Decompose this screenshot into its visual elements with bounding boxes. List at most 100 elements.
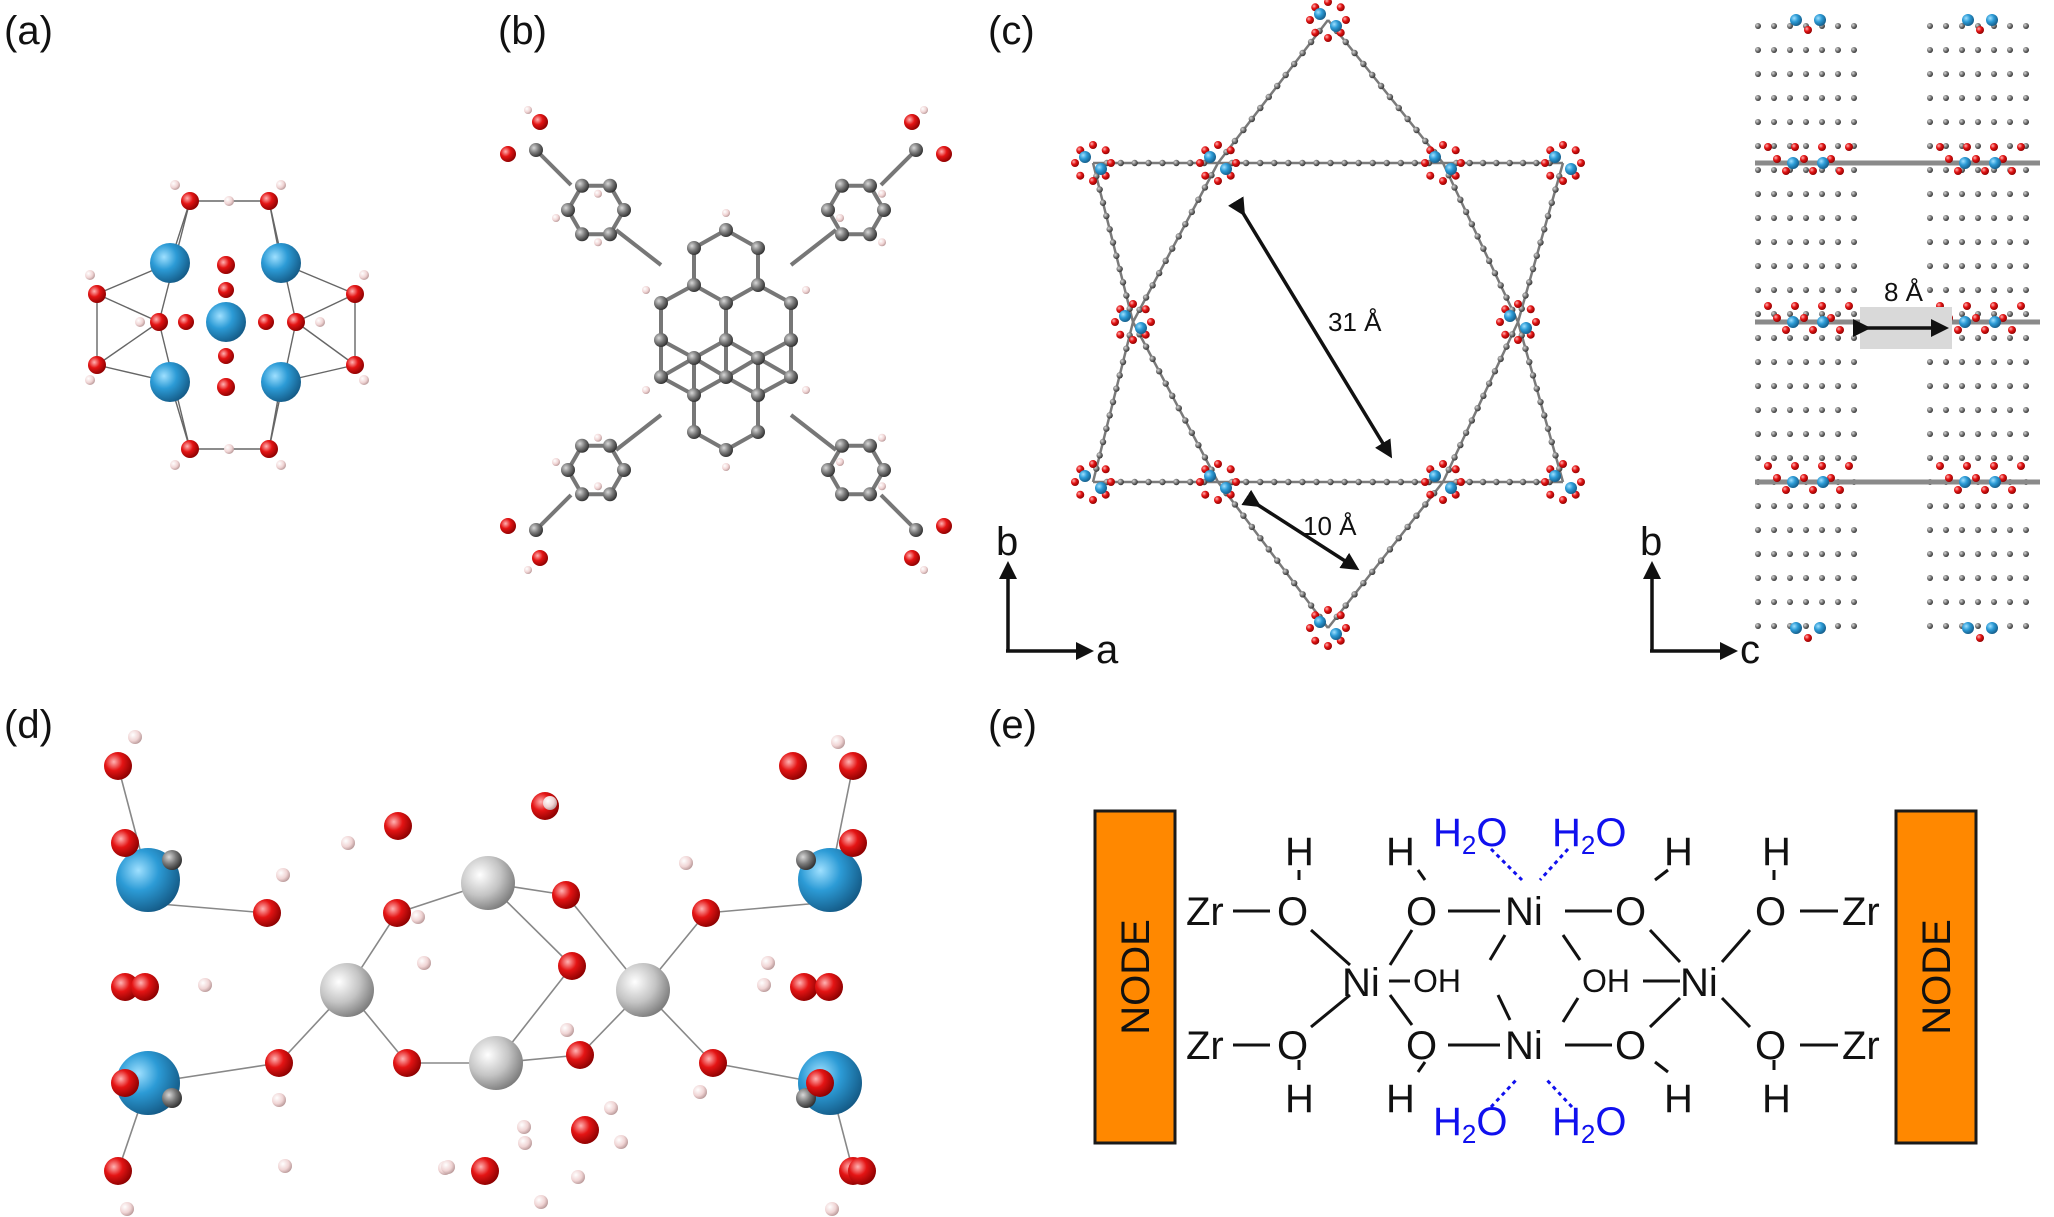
carbon-atom — [1106, 412, 1113, 419]
carbon-atom — [1787, 311, 1793, 317]
carbon-atom — [1943, 119, 1949, 125]
carbon-atom — [863, 178, 877, 193]
oxygen-atom — [1804, 26, 1812, 34]
zr-atom — [1817, 476, 1829, 488]
carbon-atom — [1271, 478, 1278, 486]
h-atom — [359, 270, 369, 280]
pore-small-label: 10 Å — [1303, 511, 1357, 541]
carbon-atom — [1173, 478, 1180, 486]
oxygen-atom — [178, 314, 194, 330]
oxygen-atom — [936, 518, 952, 534]
oxygen-atom — [2017, 462, 2025, 470]
hydrogen-atom — [761, 956, 775, 970]
carbon-atom — [1188, 429, 1196, 436]
carbon-atom — [1506, 159, 1513, 167]
oxygen-atom — [1214, 141, 1222, 149]
carbon-atom — [2007, 407, 2013, 413]
carbon-atom — [1943, 239, 1949, 245]
hydrogen-atom — [614, 1135, 628, 1149]
carbon-atom — [1480, 245, 1487, 252]
oxygen-atom — [265, 1049, 293, 1077]
carbon-atom — [1943, 359, 1949, 365]
carbon-atom — [603, 178, 617, 193]
carbon-atom — [575, 178, 589, 193]
tetratopic-linker-molecule — [500, 106, 952, 574]
carbon-atom — [1544, 212, 1552, 220]
carbon-atom — [1131, 159, 1138, 167]
carbon-atom — [1975, 191, 1981, 197]
carbon-atom — [1959, 527, 1965, 533]
pore-31-arrow — [1228, 196, 1393, 459]
carbon-atom — [2007, 551, 2013, 557]
oxygen-atom — [839, 829, 867, 857]
oxygen-atom — [1577, 159, 1585, 167]
zr-atom — [1314, 8, 1326, 20]
oxygen-atom — [1773, 474, 1781, 482]
carbon-atom — [1109, 239, 1117, 246]
carbon-atom — [1803, 455, 1809, 461]
oxygen-atom — [532, 550, 548, 566]
carbon-atom — [2023, 23, 2029, 29]
zr-atom — [1787, 476, 1799, 488]
water-label-bottom-right: H2O — [1552, 1100, 1626, 1149]
carbon-atom — [1201, 184, 1209, 191]
oxygen-atom — [346, 356, 364, 374]
zr-atom — [150, 362, 190, 402]
oxygen-atom — [1571, 465, 1580, 474]
carbon-atom — [1803, 167, 1809, 173]
carbon-atom — [1159, 478, 1166, 486]
carbon-atom — [1369, 159, 1376, 167]
carbon-atom — [1522, 292, 1529, 299]
zr6-node-cluster — [85, 180, 369, 470]
carbon-atom — [1803, 215, 1809, 221]
zr-label-bottom-left: Zr — [1186, 1024, 1224, 1068]
carbon-atom — [877, 203, 891, 217]
oxygen-atom — [383, 899, 411, 927]
carbon-atom — [863, 438, 877, 453]
carbon-atom — [1386, 93, 1394, 101]
carbon-atom — [784, 296, 798, 310]
bond — [789, 413, 838, 452]
carbon-atom — [1096, 186, 1103, 193]
carbon-atom — [1819, 527, 1825, 533]
carbon-atom — [1537, 398, 1544, 406]
carbon-atom — [1175, 233, 1182, 240]
carbon-atom — [1257, 104, 1264, 112]
carbon-atom — [1835, 455, 1841, 461]
carbon-atom — [1927, 431, 1933, 437]
oxygen-atom — [111, 973, 139, 1001]
carbon-atom — [1803, 239, 1809, 245]
carbon-atom — [1835, 383, 1841, 389]
carbon-atom — [1959, 23, 1965, 29]
oxygen-atom — [253, 899, 281, 927]
carbon-atom — [1819, 359, 1825, 365]
carbon-atom — [1975, 215, 1981, 221]
oxygen-atom — [393, 1049, 421, 1077]
nickel-atom — [616, 963, 670, 1017]
zr-label-top-right: Zr — [1842, 890, 1880, 934]
carbon-atom — [1248, 115, 1256, 123]
carbon-atom — [1835, 215, 1841, 221]
hydrogen-atom — [198, 978, 212, 992]
zr-atom — [1549, 151, 1561, 163]
oxygen-atom — [1439, 496, 1447, 504]
node-block-right — [1894, 809, 1978, 1145]
zr-atom — [1814, 14, 1826, 26]
axis-a-label: a — [1096, 628, 1119, 672]
carbon-atom — [1480, 392, 1487, 400]
hydrogen-atom — [831, 735, 845, 749]
carbon-atom — [1819, 311, 1825, 317]
carbon-atom — [1819, 191, 1825, 197]
carbon-atom — [1468, 417, 1476, 424]
carbon-atom — [1173, 159, 1180, 167]
carbon-atom — [1819, 599, 1825, 605]
carbon-atom — [1771, 215, 1777, 221]
carbon-atom — [1313, 478, 1320, 486]
oxygen-atom — [384, 812, 412, 840]
carbon-atom — [654, 370, 668, 384]
carbon-atom — [1819, 263, 1825, 269]
oxygen-atom — [1071, 159, 1079, 167]
pore-large-label: 31 Å — [1328, 307, 1382, 337]
carbon-atom — [1975, 503, 1981, 509]
